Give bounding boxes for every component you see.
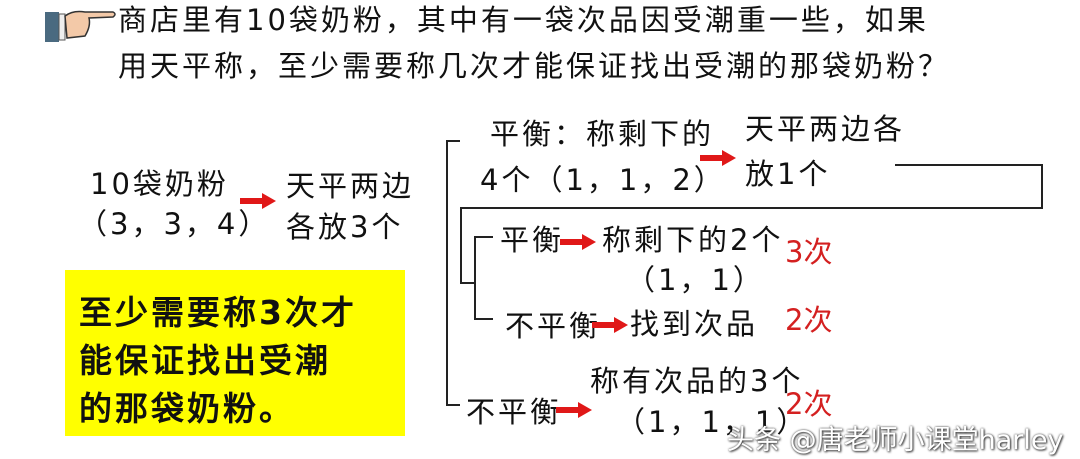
red-arrow-icon <box>560 234 596 250</box>
red-arrow-icon <box>240 193 276 209</box>
step2-line-2: 放1个 <box>745 157 831 191</box>
balance-line-1: 平衡：称剩下的 <box>490 117 715 151</box>
unbalance-line-2: （1，1，1） <box>616 405 809 439</box>
bracket-tick <box>474 236 493 238</box>
conclusion-box: 至少需要称3次才 能保证找出受潮 的那袋奶粉。 <box>65 270 405 436</box>
balance-line-2: 4个（1，1，2） <box>480 163 726 197</box>
sub-bracket <box>474 236 476 319</box>
question-line-1: 商店里有10袋奶粉，其中有一袋次品因受潮重一些，如果 <box>118 3 929 37</box>
sub-unbalance-result: 找到次品 <box>630 307 759 341</box>
conclusion-line-2: 能保证找出受潮 <box>79 341 331 380</box>
step2-line-1: 天平两边各 <box>745 112 906 146</box>
start-line-2: （3，3，4） <box>78 207 271 241</box>
unbalance-line-1: 称有次品的3个 <box>590 364 804 398</box>
connector-line <box>460 282 476 284</box>
conclusion-line-3: 的那袋奶粉。 <box>79 389 295 428</box>
question-line-2: 用天平称，至少需要称几次才能保证找出受潮的那袋奶粉？ <box>118 49 951 83</box>
connector-line <box>460 207 1043 209</box>
step1-line-1: 天平两边 <box>286 169 415 203</box>
red-arrow-icon <box>556 402 592 418</box>
count-2a: 2次 <box>785 303 833 337</box>
pointing-hand-icon <box>45 10 116 42</box>
connector-line <box>1041 164 1043 209</box>
bracket-tick <box>446 404 460 406</box>
red-arrow-icon <box>592 317 628 333</box>
bracket-tick <box>474 318 493 320</box>
unbalance-label: 不平衡 <box>466 395 563 429</box>
main-bracket <box>446 140 448 406</box>
red-arrow-icon <box>700 150 736 166</box>
bracket-tick <box>446 140 460 142</box>
sub-balance-line-1: 称剩下的2个 <box>602 223 784 257</box>
connector-line <box>895 164 1043 166</box>
step1-line-2: 各放3个 <box>286 210 404 244</box>
sub-unbalance-label: 不平衡 <box>505 309 602 343</box>
connector-line <box>460 207 462 284</box>
start-line-1: 10袋奶粉 <box>90 167 229 201</box>
conclusion-line-1: 至少需要称3次才 <box>79 293 357 332</box>
count-3: 3次 <box>785 235 833 269</box>
sub-balance-label: 平衡 <box>500 223 565 257</box>
watermark: 头条 @唐老师小课堂harley <box>727 425 1064 456</box>
count-2b: 2次 <box>785 387 833 421</box>
sub-balance-line-2: （1，1） <box>626 263 765 297</box>
